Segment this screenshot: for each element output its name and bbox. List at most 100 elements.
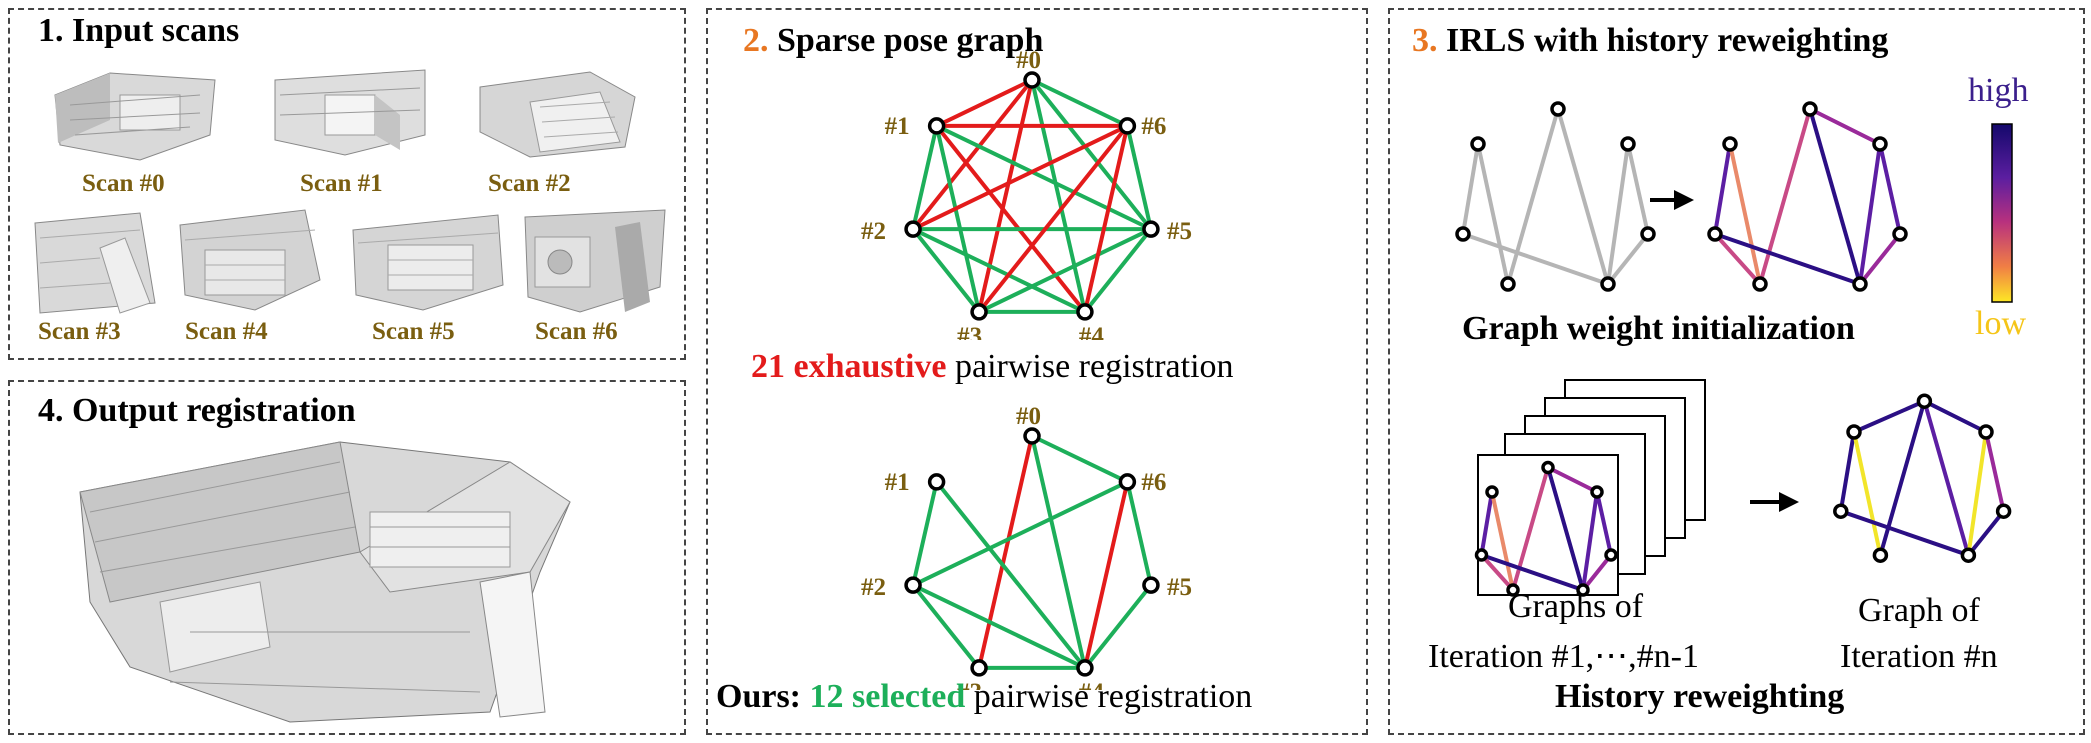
dense-edge-0-1 xyxy=(935,78,1033,128)
dense-node-label-6: #6 xyxy=(1141,113,1166,140)
final-edge-8 xyxy=(1853,399,1926,434)
history-frame-4 xyxy=(1477,454,1619,596)
dense-edge-2-4 xyxy=(912,227,1086,314)
panel-number: 2. xyxy=(743,22,769,59)
sparse-edge-5-6 xyxy=(1125,481,1153,586)
weighted-node-4 xyxy=(1852,276,1868,292)
dense-node-label-5: #5 xyxy=(1167,218,1192,245)
final-edge-4 xyxy=(1966,431,1988,556)
sparse-edge-4-6 xyxy=(1082,481,1130,669)
weighted-graph xyxy=(1707,101,1908,292)
history-front-graph xyxy=(1474,460,1618,597)
scan-5-label: Scan #5 xyxy=(372,318,455,345)
init-edge-7 xyxy=(1462,232,1609,286)
init-edge-5 xyxy=(1626,143,1650,235)
sparse-edge-2-6 xyxy=(912,480,1129,587)
dense-node-label-0: #0 xyxy=(1016,47,1041,74)
irls-graphs xyxy=(1455,101,2013,597)
history-front-node-3 xyxy=(1604,548,1618,562)
history-front-edge-9 xyxy=(1480,553,1515,592)
irls-panel: 3. IRLS with history reweighting xyxy=(1388,8,2085,735)
init-node-6 xyxy=(1455,226,1471,242)
sparse-edge-0-3 xyxy=(977,435,1034,669)
history-front-edge-4 xyxy=(1581,491,1599,591)
dense-edge-1-5 xyxy=(935,124,1152,231)
final-node-1 xyxy=(1916,393,1933,409)
init-node-3 xyxy=(1640,226,1656,242)
dense-edge-0-3 xyxy=(977,79,1034,313)
sparse-edge-0-6 xyxy=(1031,434,1129,484)
weighted-edge-9 xyxy=(1713,232,1762,286)
dense-node-6 xyxy=(1118,117,1137,135)
sparse-node-label-1: #1 xyxy=(885,469,910,496)
panel-title-input-scans: 1. Input scans xyxy=(38,12,240,49)
colorbar-low-label: low xyxy=(1975,305,2026,342)
dense-node-2 xyxy=(904,220,922,238)
scan-5-image xyxy=(352,214,504,311)
dense-edge-2-6 xyxy=(912,124,1129,231)
sparse-node-1 xyxy=(927,473,946,491)
weighted-edge-0 xyxy=(1713,143,1732,235)
exhaustive-caption: 21 exhaustive pairwise registration xyxy=(751,348,1234,386)
dense-graph-edges xyxy=(911,78,1153,314)
init-node-2 xyxy=(1620,136,1636,152)
history-front-node-2 xyxy=(1590,485,1604,499)
dense-node-label-1: #1 xyxy=(885,113,910,140)
scan-6-image xyxy=(524,209,666,313)
final-node-4 xyxy=(1960,547,1977,563)
weighted-node-5 xyxy=(1752,276,1768,292)
history-front-node-6 xyxy=(1474,548,1489,562)
dense-node-4 xyxy=(1076,303,1094,321)
history-front-edge-1 xyxy=(1490,491,1515,591)
colorbar-high-label: high xyxy=(1968,72,2029,109)
history-front-edge-8 xyxy=(1547,465,1598,494)
sparse-edge-2-3 xyxy=(911,583,981,670)
scan-0-image xyxy=(54,72,216,161)
history-right-caption-line1: Graph of xyxy=(1858,592,1980,629)
scan-1-label: Scan #1 xyxy=(300,170,383,197)
sparse-node-2 xyxy=(904,576,922,594)
final-node-6 xyxy=(1833,503,1849,519)
sparse-edge-1-2 xyxy=(911,481,939,586)
weighted-edge-2 xyxy=(1758,108,1812,285)
input-scans-panel: 1. Input scans Scan #0 Scan #1 Scan #2 S… xyxy=(8,8,686,360)
scan-0-label: Scan #0 xyxy=(82,170,165,197)
dense-edge-5-6 xyxy=(1125,125,1153,230)
sparse-graph-nodes: #0#1#2#3#4#5#6 xyxy=(861,403,1192,690)
weighted-node-2 xyxy=(1872,136,1888,152)
scan-2-label: Scan #2 xyxy=(488,170,571,197)
init-caption: Graph weight initialization xyxy=(1462,310,1855,347)
weighted-edge-7 xyxy=(1714,232,1861,286)
dense-edge-3-6 xyxy=(977,124,1129,314)
sparse-edge-2-4 xyxy=(912,583,1086,670)
final-node-2 xyxy=(1978,424,1994,440)
dense-edge-4-6 xyxy=(1082,125,1130,313)
final-edge-0 xyxy=(1838,431,1856,512)
init-edge-4 xyxy=(1606,143,1630,285)
panel-title-output-registration: 4. Output registration xyxy=(38,392,356,429)
sparse-node-label-5: #5 xyxy=(1167,574,1192,601)
weighted-edge-8 xyxy=(1809,107,1881,146)
weighted-node-1 xyxy=(1802,101,1818,117)
init-node-4 xyxy=(1600,276,1616,292)
dense-edge-0-2 xyxy=(911,78,1034,231)
history-front-edge-5 xyxy=(1595,491,1613,556)
history-front-edge-7 xyxy=(1480,553,1584,592)
dense-edge-1-4 xyxy=(935,124,1087,314)
final-edge-9 xyxy=(1923,399,1987,434)
panel-number: 3. xyxy=(1412,22,1438,59)
sparse-node-label-6: #6 xyxy=(1141,469,1166,496)
history-left-caption-line2: Iteration #1,⋯,#n-1 xyxy=(1428,638,1699,675)
dense-graph-nodes: #0#1#2#3#4#5#6 xyxy=(861,47,1192,340)
initial-weight-graph xyxy=(1455,101,1656,292)
scan-6-label: Scan #6 xyxy=(535,318,618,345)
final-iteration-graph xyxy=(1833,393,2012,563)
init-edge-6 xyxy=(1606,232,1650,286)
sparse-node-label-4: #4 xyxy=(1079,679,1105,690)
colorbar xyxy=(1991,123,2013,303)
weighted-edge-3 xyxy=(1808,108,1862,285)
dense-edge-1-2 xyxy=(911,125,939,230)
weighted-edge-5 xyxy=(1878,143,1902,235)
init-node-1 xyxy=(1550,101,1566,117)
dense-node-0 xyxy=(1023,71,1041,89)
